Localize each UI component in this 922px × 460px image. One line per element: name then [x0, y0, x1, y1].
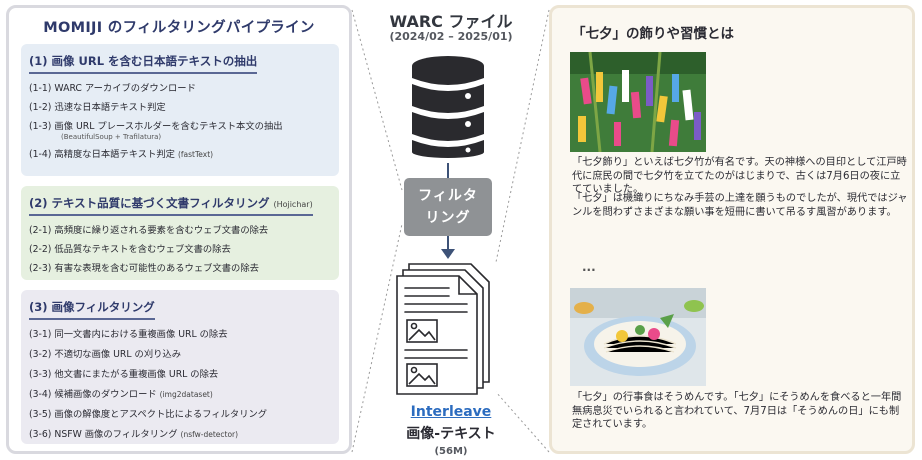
step-label: (2-3) 有害な表現を含む可能性のあるウェブ文書の除去	[29, 263, 259, 274]
filter-label-line2: リング	[425, 210, 471, 226]
step-2-1: (2-1) 高頻度に繰り返される要素を含むウェブ文書の除去	[29, 225, 331, 237]
example-paragraph-2: 「七夕」は機織りにちなみ手芸の上達を願うものでしたが、現代ではジャンルを問わずさ…	[572, 193, 908, 218]
step-3-4: (3-4) 候補画像のダウンロード(img2dataset)	[29, 389, 331, 401]
step-label: (1-3) 画像 URL プレースホルダーを含むテキスト本文の抽出	[29, 121, 283, 132]
step-3-1: (3-1) 同一文書内における重複画像 URL の除去	[29, 329, 331, 341]
output-count: (56M)	[434, 446, 468, 457]
stage-image-filtering: (3) 画像フィルタリング (3-1) 同一文書内における重複画像 URL の除…	[21, 290, 339, 444]
stage-1-title: (1) 画像 URL を含む日本語テキストの抽出	[29, 53, 258, 74]
pipeline-panel: MOMIJI のフィルタリングパイプライン (1) 画像 URL を含む日本語テ…	[6, 5, 352, 454]
step-tool-note: (nsfw-detector)	[180, 430, 239, 439]
step-tool-note: (fastText)	[177, 150, 214, 159]
connector-right-top	[495, 9, 550, 263]
connector-right-bottom	[495, 391, 550, 453]
documents-icon	[396, 263, 490, 395]
stage-2-tool-note: (Hojichar)	[273, 200, 313, 209]
step-1-3: (1-3) 画像 URL プレースホルダーを含むテキスト本文の抽出(Beauti…	[29, 121, 331, 142]
example-title: 「七夕」の飾りや習慣とは	[572, 26, 734, 42]
step-2-2: (2-2) 低品質なテキストを含むウェブ文書の除去	[29, 244, 331, 256]
tanabata-decorations-photo	[570, 52, 706, 152]
step-3-6: (3-6) NSFW 画像のフィルタリング(nsfw-detector)	[29, 429, 331, 441]
connector-left-bottom	[351, 223, 403, 453]
stage-2-steps: (2-1) 高頻度に繰り返される要素を含むウェブ文書の除去 (2-2) 低品質な…	[29, 225, 331, 275]
output-label-image-text: 画像-テキスト	[406, 426, 496, 442]
source-title: WARC ファイル	[389, 12, 513, 31]
step-label: (2-1) 高頻度に繰り返される要素を含むウェブ文書の除去	[29, 225, 269, 236]
step-1-1: (1-1) WARC アーカイブのダウンロード	[29, 83, 331, 95]
step-3-5: (3-5) 画像の解像度とアスペクト比によるフィルタリング	[29, 409, 331, 421]
example-document-panel: 「七夕」の飾りや習慣とは 「七夕飾り」といえば七夕竹が有名です。天の神様への目印…	[549, 5, 915, 454]
filtering-step-box: フィルタ リング	[404, 178, 492, 236]
image-placeholder-icon	[406, 363, 438, 387]
flow-arrow-top	[447, 163, 449, 178]
step-label: (3-2) 不適切な画像 URL の刈り込み	[29, 349, 182, 360]
step-label: (3-3) 他文書にまたがる重複画像 URL の除去	[29, 369, 219, 380]
stage-text-extraction: (1) 画像 URL を含む日本語テキストの抽出 (1-1) WARC アーカイ…	[21, 44, 339, 176]
example-paragraph-3: 「七夕」の行事食はそうめんです。「七夕」にそうめんを食べると一年間無病息災でいら…	[572, 392, 902, 430]
stage-3-steps: (3-1) 同一文書内における重複画像 URL の除去 (3-2) 不適切な画像…	[29, 329, 331, 441]
connector-left-top	[351, 9, 403, 191]
step-3-2: (3-2) 不適切な画像 URL の刈り込み	[29, 349, 331, 361]
down-arrow-icon	[441, 236, 455, 259]
step-label: (1-4) 高精度な日本語テキスト判定	[29, 149, 175, 160]
step-2-3: (2-3) 有害な表現を含む可能性のあるウェブ文書の除去	[29, 263, 331, 275]
stage-1-title-text: (1) 画像 URL を含む日本語テキストの抽出	[29, 54, 258, 68]
step-label: (2-2) 低品質なテキストを含むウェブ文書の除去	[29, 244, 231, 255]
step-label: (3-6) NSFW 画像のフィルタリング	[29, 429, 178, 440]
somen-noodles-photo	[570, 288, 706, 386]
source-period: (2024/02 – 2025/01)	[389, 30, 513, 43]
step-1-4: (1-4) 高精度な日本語テキスト判定(fastText)	[29, 149, 331, 161]
output-label-interleave: Interleave	[410, 404, 492, 420]
stage-3-title: (3) 画像フィルタリング	[29, 299, 155, 320]
image-placeholder-icon	[406, 319, 438, 343]
stage-2-title: (2) テキスト品質に基づく文書フィルタリング(Hojichar)	[29, 195, 313, 216]
step-tool-note: (img2dataset)	[159, 390, 213, 399]
step-label: (3-4) 候補画像のダウンロード	[29, 389, 157, 400]
database-icon	[412, 56, 484, 158]
step-label: (3-1) 同一文書内における重複画像 URL の除去	[29, 329, 228, 340]
stage-text-quality-filtering: (2) テキスト品質に基づく文書フィルタリング(Hojichar) (2-1) …	[21, 186, 339, 280]
stage-1-steps: (1-1) WARC アーカイブのダウンロード (1-2) 迅速な日本語テキスト…	[29, 83, 331, 161]
step-label: (1-2) 迅速な日本語テキスト判定	[29, 102, 166, 113]
stage-2-title-text: (2) テキスト品質に基づく文書フィルタリング	[29, 196, 270, 210]
example-paragraph-1: 「七夕飾り」といえば七夕竹が有名です。天の神様への目印として江戸時代に庶民の間で…	[572, 157, 907, 195]
step-3-3: (3-3) 他文書にまたがる重複画像 URL の除去	[29, 369, 331, 381]
step-1-2: (1-2) 迅速な日本語テキスト判定	[29, 102, 331, 114]
step-label: (1-1) WARC アーカイブのダウンロード	[29, 83, 196, 94]
pipeline-title: MOMIJI のフィルタリングパイプライン	[43, 20, 315, 36]
stage-3-title-text: (3) 画像フィルタリング	[29, 300, 155, 314]
step-tool-note: (BeautifulSoup + Trafilatura)	[61, 133, 162, 141]
step-label: (3-5) 画像の解像度とアスペクト比によるフィルタリング	[29, 409, 268, 420]
ellipsis: ...	[582, 260, 596, 274]
filter-label-line1: フィルタ	[418, 188, 478, 204]
